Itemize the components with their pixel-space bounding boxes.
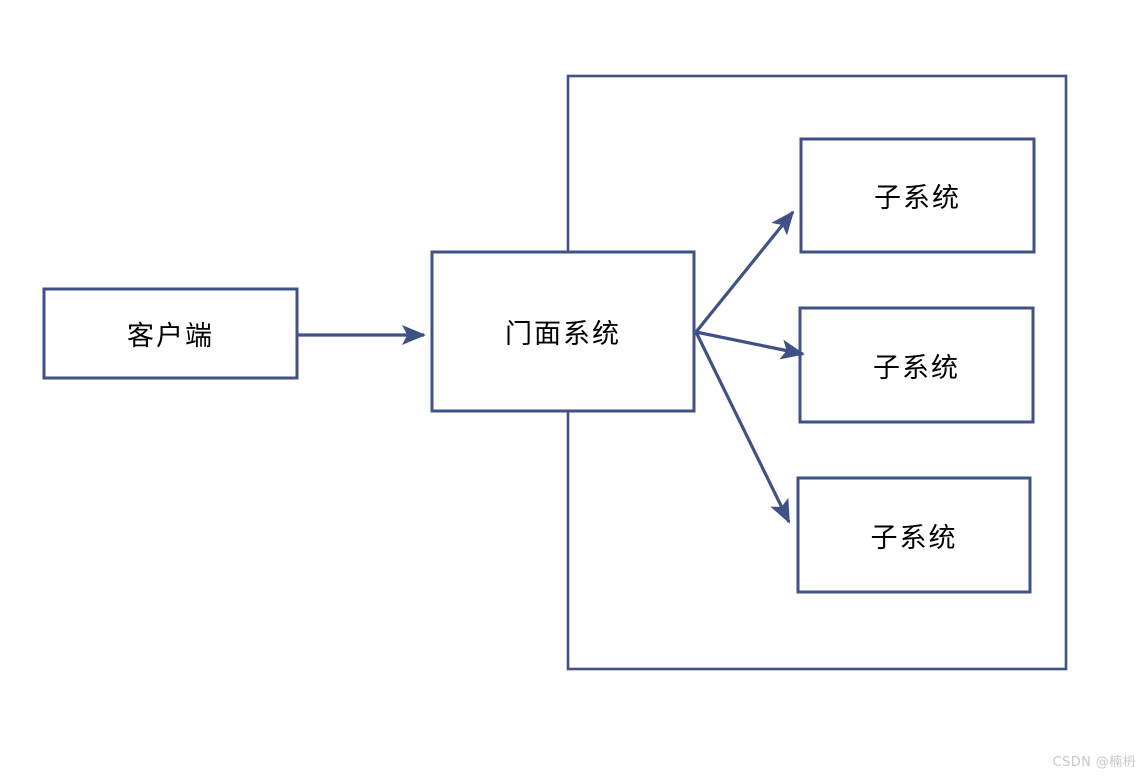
subsystem-1-node-label: 子系统	[874, 183, 961, 214]
subsystem-1-node-box[interactable]	[799, 137, 1036, 254]
subsystem-3-node-box[interactable]	[796, 476, 1032, 594]
edge-facade-to-subsystem-2	[695, 330, 805, 360]
edge-facade-to-subsystem-1	[694, 210, 795, 334]
facade-node-box[interactable]	[430, 250, 696, 413]
edge-facade-to-subsystem-3	[694, 331, 791, 524]
subsystem-2-node-label: 子系统	[873, 352, 960, 384]
client-node-label: 客户端	[127, 321, 214, 352]
subsystem-2-node-box[interactable]	[798, 306, 1035, 424]
client-node-box[interactable]	[42, 287, 299, 380]
csdn-watermark: CSDN @楠枬	[1052, 755, 1136, 770]
subsystem-3-node-label: 子系统	[870, 522, 958, 554]
facade-node-label: 门面系统	[505, 319, 621, 350]
